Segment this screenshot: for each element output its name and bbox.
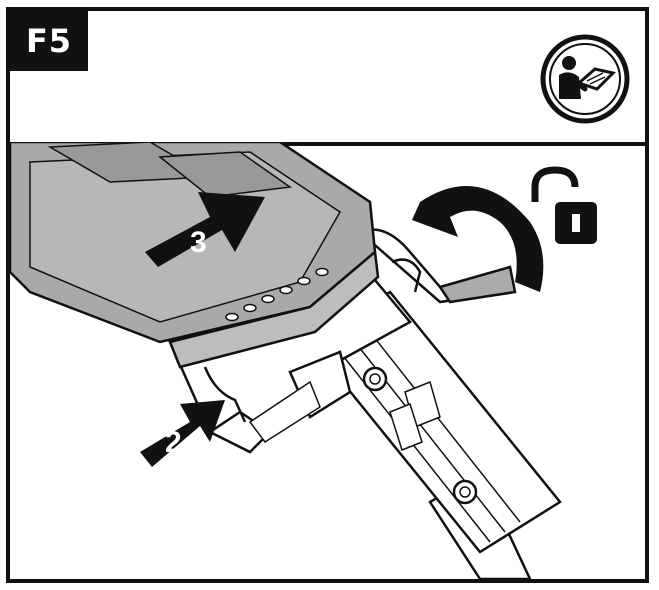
unlocked-padlock-icon [531,166,597,244]
step-1-number: 1 [487,221,504,254]
step-2-arrow: 2 [140,400,225,467]
tool-illustration: 3 2 1 [10,142,597,579]
charge-indicator [225,267,329,322]
figure-frame: F5 [6,7,649,583]
read-manual-icon [540,34,630,124]
illustration-scene: 3 2 1 [10,142,645,579]
step-3-arrow: 3 [145,192,265,267]
step-1-arrow: 1 [412,186,544,292]
step-2-number: 2 [165,426,182,459]
figure-header: F5 [10,11,645,146]
figure-label: F5 [10,11,88,71]
battery-mount [168,260,412,454]
tool-shaft [308,290,562,579]
step-3-number: 3 [190,226,207,259]
